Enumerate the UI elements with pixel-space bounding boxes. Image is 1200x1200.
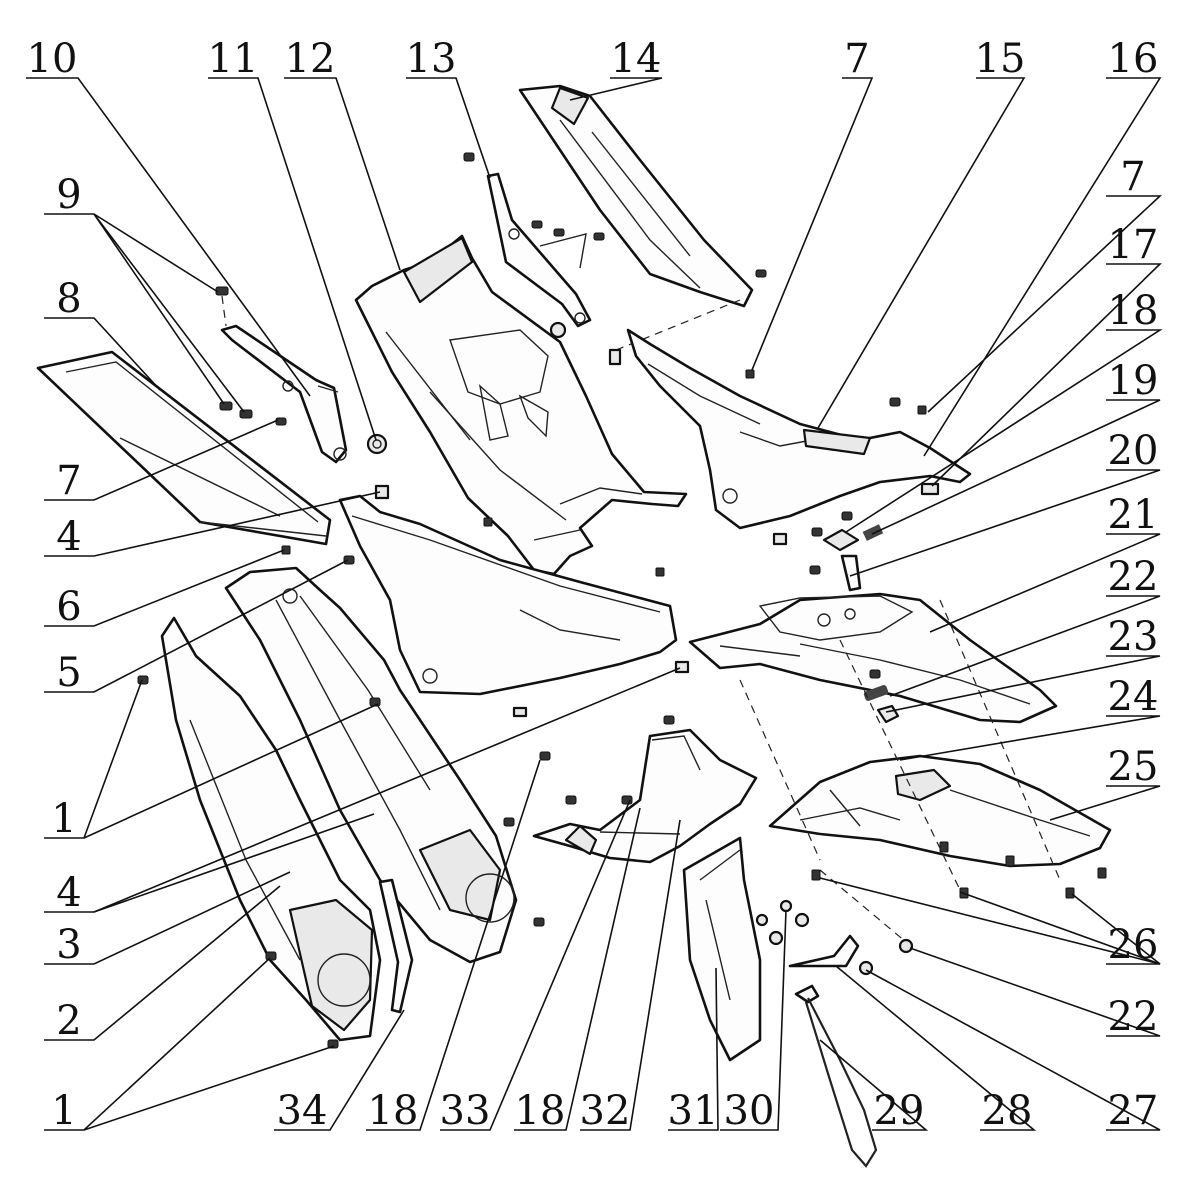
callout-22-bottom: 22 xyxy=(1108,994,1159,1040)
part-11-grommet xyxy=(366,433,388,455)
parts-27-30-hardware xyxy=(755,899,914,976)
callout-11: 11 xyxy=(208,36,259,82)
callout-28: 28 xyxy=(982,1088,1033,1134)
callout-5: 5 xyxy=(56,650,81,696)
parts-17-20-hardware xyxy=(772,482,940,592)
callout-29: 29 xyxy=(874,1088,925,1134)
callout-32: 32 xyxy=(580,1088,631,1134)
part-25-rear-fender xyxy=(768,754,1112,899)
callout-1-bottom: 1 xyxy=(51,1088,76,1134)
callout-18-a: 18 xyxy=(368,1088,419,1134)
callout-10: 10 xyxy=(27,36,78,82)
callout-31: 31 xyxy=(668,1088,719,1134)
part-13-mounting-plate xyxy=(463,152,605,339)
callout-18-b: 18 xyxy=(515,1088,566,1134)
callout-12: 12 xyxy=(285,36,336,82)
callout-23: 23 xyxy=(1108,614,1159,660)
callout-19: 19 xyxy=(1108,358,1159,404)
callout-3: 3 xyxy=(56,922,81,968)
callout-7-right: 7 xyxy=(1120,154,1145,200)
callout-4-top: 4 xyxy=(56,514,81,560)
part-12-floor-panel xyxy=(354,234,688,576)
callout-25: 25 xyxy=(1108,744,1159,790)
part-32-lower-bracket xyxy=(532,715,758,864)
callout-21: 21 xyxy=(1108,492,1159,538)
callout-6: 6 xyxy=(56,584,81,630)
part-10-bracket xyxy=(220,324,348,464)
callout-4-bottom: 4 xyxy=(56,870,81,916)
callout-2: 2 xyxy=(56,998,81,1044)
callout-22-top: 22 xyxy=(1108,554,1159,600)
callout-27: 27 xyxy=(1108,1088,1159,1134)
callout-34: 34 xyxy=(277,1088,328,1134)
part-14-top-cover xyxy=(518,84,767,351)
part-3-side-panel xyxy=(224,555,545,964)
callout-8: 8 xyxy=(56,276,81,322)
callout-9: 9 xyxy=(56,172,81,218)
callout-1-mid: 1 xyxy=(51,796,76,842)
callout-leaders xyxy=(26,77,1163,1131)
callout-18-right: 18 xyxy=(1108,288,1159,334)
part-2-side-panel xyxy=(137,616,414,1049)
part-29-strap xyxy=(794,984,878,1168)
callout-26: 26 xyxy=(1108,922,1159,968)
callout-7-mid: 7 xyxy=(56,458,81,504)
callout-24: 24 xyxy=(1108,674,1159,720)
part-9-screws xyxy=(215,286,287,426)
callout-17: 17 xyxy=(1108,222,1159,268)
callout-33: 33 xyxy=(440,1088,491,1134)
part-21-rear-carrier xyxy=(688,592,1058,724)
callout-15: 15 xyxy=(975,36,1026,82)
part-8-side-panel xyxy=(36,350,332,546)
callout-30: 30 xyxy=(724,1088,775,1134)
callout-labels: 10 11 12 13 14 7 15 16 9 7 7 17 8 18 19 … xyxy=(27,36,1159,1134)
part-15-side-panel xyxy=(608,328,972,530)
callout-14: 14 xyxy=(611,36,662,82)
callout-7-top: 7 xyxy=(844,36,869,82)
callout-16: 16 xyxy=(1108,36,1159,82)
part-4-frame-cover xyxy=(281,484,690,718)
callout-20: 20 xyxy=(1108,428,1159,474)
callout-13: 13 xyxy=(406,36,457,82)
part-31-mud-flap xyxy=(682,836,762,1062)
